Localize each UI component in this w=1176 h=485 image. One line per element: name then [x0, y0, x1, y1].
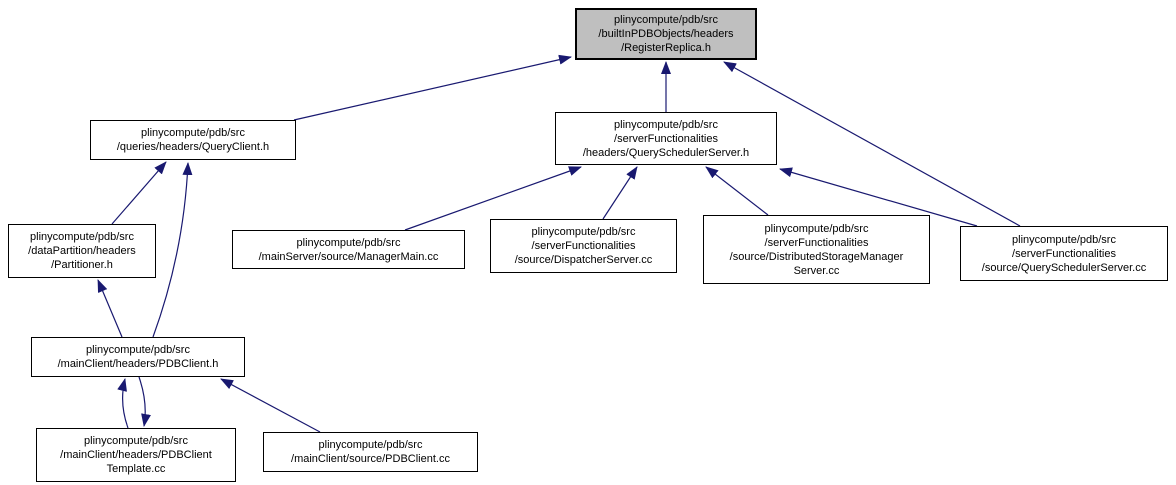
node-pdb-client-h[interactable]: plinycompute/pdb/src/mainClient/headers/…	[31, 337, 245, 377]
node-label-line: /RegisterReplica.h	[621, 42, 711, 54]
node-pdb-client-cc[interactable]: plinycompute/pdb/src/mainClient/source/P…	[263, 432, 478, 472]
node-label-line: plinycompute/pdb/src	[318, 439, 423, 451]
edge-query-scheduler-server-cc--register-replica	[723, 61, 1021, 227]
node-label-line: plinycompute/pdb/src	[531, 226, 636, 238]
node-label-line: plinycompute/pdb/src	[86, 344, 190, 356]
node-label-line: /source/DistributedStorageManager	[729, 250, 904, 263]
edge-pdb-client-cc--pdb-client-h	[220, 378, 321, 433]
node-partitioner[interactable]: plinycompute/pdb/src/dataPartition/heade…	[8, 224, 156, 278]
node-query-client[interactable]: plinycompute/pdb/src/queries/headers/Que…	[90, 120, 296, 160]
edge-pdb-client-h--pdb-client-template	[138, 376, 151, 427]
node-label-line: /headers/QuerySchedulerServer.h	[582, 146, 750, 159]
node-label-line: plinycompute/pdb/src	[296, 236, 401, 249]
node-register-replica: plinycompute/pdb/src/builtInPDBObjects/h…	[575, 8, 757, 60]
node-label-line: plinycompute/pdb/src	[84, 435, 188, 447]
node-label-line: plinycompute/pdb/src	[30, 231, 134, 243]
node-pdb-client-template[interactable]: plinycompute/pdb/src/mainClient/headers/…	[36, 428, 236, 482]
node-label-line: /queries/headers/QueryClient.h	[116, 141, 270, 153]
node-query-scheduler-server-cc[interactable]: plinycompute/pdb/src/serverFunctionaliti…	[960, 226, 1168, 281]
edge-pdb-client-h--partitioner	[97, 279, 123, 338]
node-label-line: /mainClient/headers/PDBClient.h	[57, 358, 219, 370]
node-label-line: /mainClient/source/PDBClient.cc	[291, 453, 450, 465]
node-label-line: plinycompute/pdb/src	[1012, 233, 1116, 246]
edge-pdb-client-h--query-client	[152, 162, 193, 338]
edge-pdb-client-template--pdb-client-h	[117, 378, 129, 429]
node-label-line: Template.cc	[106, 463, 166, 475]
node-label-line: plinycompute/pdb/src	[614, 14, 718, 26]
node-label-line: /builtInPDBObjects/headers	[598, 28, 734, 40]
node-label-line: /serverFunctionalities	[764, 236, 869, 249]
edge-manager-main--query-scheduler-server-h	[404, 166, 582, 231]
node-label-line: /serverFunctionalities	[1012, 247, 1116, 260]
node-query-scheduler-server-h[interactable]: plinycompute/pdb/src/serverFunctionaliti…	[555, 112, 777, 165]
node-label-line: /dataPartition/headers	[28, 245, 136, 257]
node-label-line: /source/QuerySchedulerServer.cc	[981, 261, 1147, 274]
node-label-line: /mainServer/source/ManagerMain.cc	[258, 250, 439, 263]
node-label-line: /serverFunctionalities	[531, 240, 636, 252]
edge-query-scheduler-server-cc--query-scheduler-server-h	[779, 167, 978, 227]
edge-query-client--register-replica	[293, 54, 572, 121]
node-dispatcher-server[interactable]: plinycompute/pdb/src/serverFunctionaliti…	[490, 219, 677, 273]
node-manager-main[interactable]: plinycompute/pdb/src/mainServer/source/M…	[232, 230, 465, 269]
node-distributed-storage-manager-server[interactable]: plinycompute/pdb/src/serverFunctionaliti…	[703, 215, 930, 284]
node-label-line: plinycompute/pdb/src	[141, 127, 245, 139]
node-label-line: /serverFunctionalities	[614, 132, 718, 145]
node-label-line: /mainClient/headers/PDBClient	[60, 449, 212, 461]
edge-partitioner--query-client	[111, 161, 167, 225]
edge-dispatcher-server--query-scheduler-server-h	[602, 166, 638, 220]
node-label-line: /Partitioner.h	[51, 259, 113, 271]
node-label-line: Server.cc	[793, 264, 840, 277]
node-label-line: /source/DispatcherServer.cc	[514, 254, 653, 266]
edge-distributed-storage-manager-server--query-scheduler-server-h	[705, 166, 769, 216]
node-label-line: plinycompute/pdb/src	[614, 118, 718, 131]
node-label-line: plinycompute/pdb/src	[764, 222, 869, 235]
